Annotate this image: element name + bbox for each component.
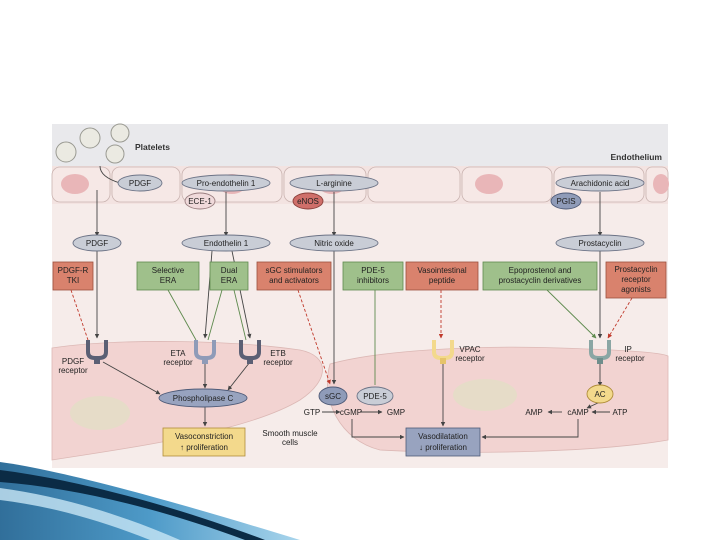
prost-agonists-line3: agonists (621, 285, 651, 294)
pdgf-receptor-icon (86, 340, 108, 364)
enzyme-row: ECE-1 eNOS PGIS (184, 192, 582, 210)
platelets: Platelets (55, 123, 170, 164)
precursor-row: PDGF Pro-endothelin 1 L-arginine Arachid… (117, 174, 645, 192)
endothelium-label: Endothelium (611, 152, 663, 162)
etb-receptor-line2: receptor (263, 358, 293, 367)
drug-boxes: PDGF-R TKI Selective ERA Dual ERA sGC st… (52, 261, 667, 299)
sgc-stim-line2: and activators (269, 276, 319, 285)
drug-vasointestinal-peptide: Vasointestinal peptide (405, 261, 479, 291)
prostacyclin-label: Prostacyclin (578, 239, 621, 248)
drug-pdgfr-tki: PDGF-R TKI (52, 261, 94, 291)
vasodilatation-line1: Vasodilatation (418, 432, 468, 441)
pdgf-mediator-label: PDGF (86, 239, 108, 248)
pde5-inh-line1: PDE-5 (361, 266, 385, 275)
endothelin-label: Endothelin 1 (204, 239, 249, 248)
epoprostenol-line2: prostacyclin derivatives (499, 276, 582, 285)
intracellular-nodes: Phospholipase C sGC PDE-5 AC GTP cGMP GM… (158, 384, 628, 417)
etb-receptor-icon (239, 340, 261, 364)
eta-receptor-icon (194, 340, 216, 364)
vip-line2: peptide (429, 276, 456, 285)
l-arginine-label: L-arginine (316, 179, 352, 188)
vpac-receptor-line1: VPAC (459, 345, 480, 354)
vasoconstriction-line2: ↑ proliferation (180, 443, 228, 452)
inhibitor-connectors (167, 289, 597, 385)
drug-prostacyclin-agonists: Prostacyclin receptor agonists (605, 261, 667, 299)
eta-receptor-line1: ETA (171, 349, 187, 358)
pde5-inh-line2: inhibitors (357, 276, 389, 285)
dual-era-line2: ERA (221, 276, 238, 285)
selective-era-line1: Selective (152, 266, 185, 275)
amp-label: AMP (525, 408, 542, 417)
etb-receptor-line1: ETB (270, 349, 286, 358)
gmp-label: GMP (387, 408, 405, 417)
pdgfr-tki-line1: PDGF-R (58, 266, 89, 275)
pdgf-receptor-line2: receptor (58, 366, 88, 375)
enos-label: eNOS (297, 197, 319, 206)
vasoconstriction-line1: Vasoconstriction (175, 432, 233, 441)
drug-sgc-stimulators: sGC stimulators and activators (256, 261, 332, 291)
outcome-vasoconstriction: Vasoconstriction ↑ proliferation (162, 427, 246, 457)
pdgf-precursor-label: PDGF (129, 179, 151, 188)
epoprostenol-line1: Epoprostenol and (509, 266, 572, 275)
ip-receptor-line1: IP (624, 345, 632, 354)
phospholipase-c-label: Phospholipase C (173, 394, 234, 403)
receptors: PDGF receptor ETA receptor ETB receptor … (58, 340, 645, 375)
pro-endothelin-label: Pro-endothelin 1 (197, 179, 256, 188)
selective-era-line2: ERA (160, 276, 177, 285)
prost-agonists-line2: receptor (621, 275, 651, 284)
gtp-label: GTP (304, 408, 320, 417)
vasodilatation-line2: ↓ proliferation (419, 443, 467, 452)
dual-era-line1: Dual (221, 266, 238, 275)
camp-label: cAMP (567, 408, 588, 417)
smooth-muscle-line2: cells (282, 438, 298, 447)
arachidonic-acid-label: Arachidonic acid (571, 179, 630, 188)
drug-effect-connectors (70, 289, 633, 385)
slide-swoosh-decoration (0, 462, 300, 540)
pdgfr-tki-line2: TKI (67, 276, 79, 285)
ip-receptor-icon (589, 340, 611, 364)
sgc-stim-line1: sGC stimulators (266, 266, 323, 275)
mediator-row: PDGF Endothelin 1 Nitric oxide Prostacyc… (72, 234, 645, 252)
vip-line1: Vasointestinal (417, 266, 466, 275)
sgc-label: sGC (325, 392, 341, 401)
pgis-label: PGIS (556, 197, 575, 206)
pdgf-receptor-line1: PDGF (62, 357, 84, 366)
platelets-label: Platelets (135, 142, 170, 152)
atp-label: ATP (613, 408, 628, 417)
prost-agonists-line1: Prostacyclin (614, 265, 657, 274)
vpac-receptor-icon (432, 340, 454, 364)
drug-dual-era: Dual ERA (209, 261, 249, 291)
cgmp-label: cGMP (340, 408, 362, 417)
eta-receptor-line2: receptor (163, 358, 193, 367)
ece1-label: ECE-1 (188, 197, 212, 206)
nitric-oxide-label: Nitric oxide (314, 239, 354, 248)
smooth-muscle-line1: Smooth muscle (262, 429, 318, 438)
drug-selective-era: Selective ERA (136, 261, 200, 291)
pde5-label: PDE-5 (363, 392, 387, 401)
drug-epoprostenol: Epoprostenol and prostacyclin derivative… (482, 261, 598, 291)
ac-label: AC (594, 390, 605, 399)
vpac-receptor-line2: receptor (455, 354, 485, 363)
outcome-vasodilatation: Vasodilatation ↓ proliferation (405, 427, 481, 457)
ip-receptor-line2: receptor (615, 354, 645, 363)
drug-pde5-inhibitors: PDE-5 inhibitors (342, 261, 404, 291)
